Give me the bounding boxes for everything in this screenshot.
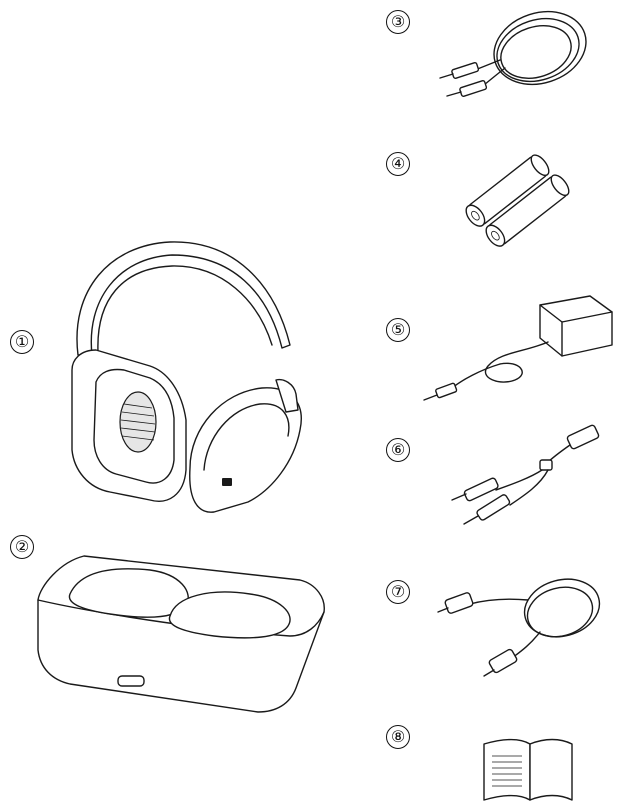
item-marker-5: ⑤ xyxy=(386,318,410,342)
item-marker-6: ⑥ xyxy=(386,438,410,462)
item-marker-4: ④ xyxy=(386,152,410,176)
item-marker-7: ⑦ xyxy=(386,580,410,604)
item-marker-3: ③ xyxy=(386,10,410,34)
item-marker-2: ② xyxy=(10,535,34,559)
item-marker-8: ⑧ xyxy=(386,725,410,749)
item-marker-1: ① xyxy=(10,330,34,354)
